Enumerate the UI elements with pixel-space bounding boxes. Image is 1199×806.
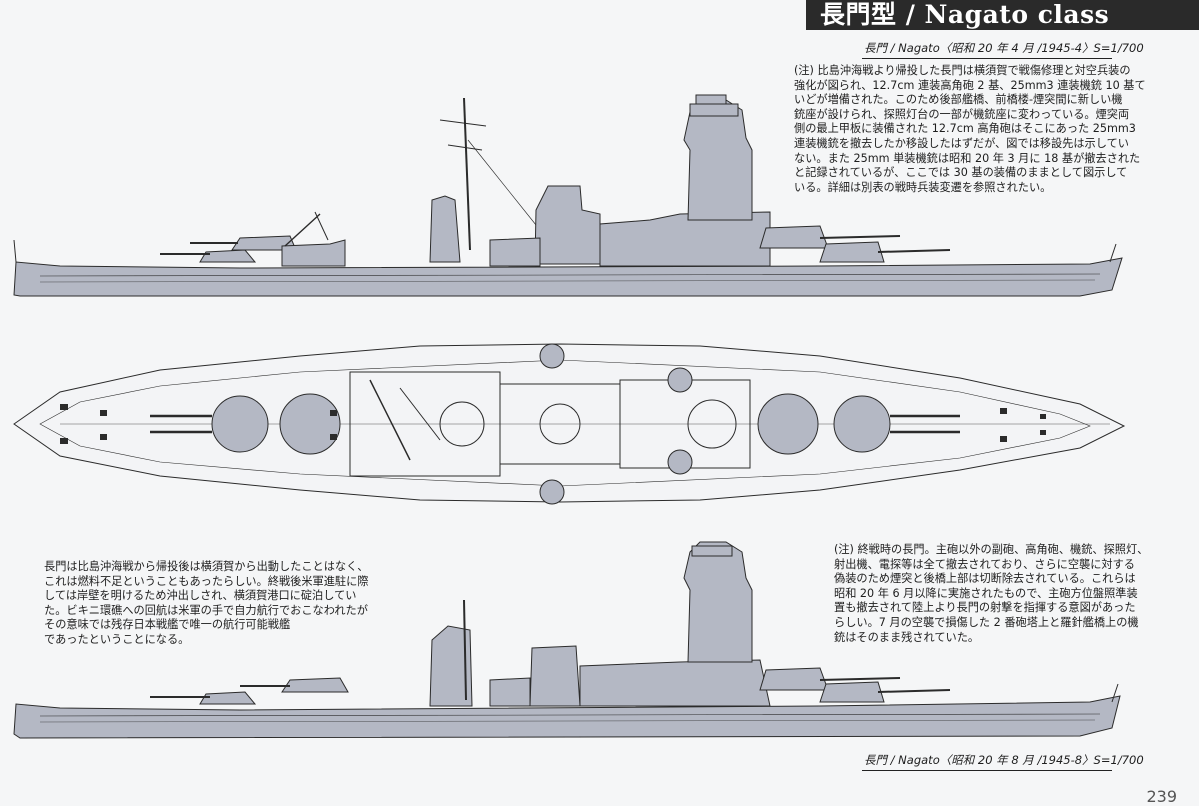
note-line: (注) 終戦時の長門。主砲以外の副砲、高角砲、機銃、探照灯、 xyxy=(834,543,1149,556)
turret-1-plan xyxy=(833,395,891,453)
page-title: 長門型 / Nagato class xyxy=(806,0,1199,30)
note-line: ない。また 25mm 単装機銃は昭和 20 年 3 月に 18 基が撤去された xyxy=(794,151,1141,165)
side-note: 長門は比島沖海戦から帰投後は横須賀から出動したことはなく、 これは燃料不足という… xyxy=(44,560,368,648)
hull-profile xyxy=(13,257,1123,297)
profile-1945-4 xyxy=(13,94,1123,297)
note-1945-4: (注) 比島沖海戦より帰投した長門は横須賀で戦傷修理と対空兵装の 強化が図られ、… xyxy=(794,64,1146,195)
deck-outline xyxy=(13,343,1126,503)
note-line: 連装機銃を撤去したか移設したはずだが、図では移設先は示してい xyxy=(794,136,1129,150)
note-line: いどが増備された。このため後部艦橋、前橋楼‐煙突間に新しい機 xyxy=(794,93,1123,107)
funnel-cut xyxy=(529,645,581,707)
turret-4 xyxy=(199,249,257,263)
turret-3 xyxy=(281,677,349,693)
note-line: 強化が図られ、12.7cm 連装高角砲 2 基、25mm3 連装機銃 10 基て xyxy=(794,78,1146,92)
turret-1 xyxy=(819,241,885,263)
note-line: た。ビキニ環礁への回航は米軍の手で自力航行でおこなわれたが xyxy=(44,603,368,617)
profile-1945-8 xyxy=(13,541,1121,739)
pagoda-mast xyxy=(683,541,753,663)
note-line: 銃座が設けられ、探照灯台の一部が機銃座に変わっている。煙突両 xyxy=(794,107,1130,121)
turret-4-plan xyxy=(211,395,269,453)
plan-view xyxy=(13,343,1126,505)
note-line: 銃はそのまま残されていた。 xyxy=(834,630,980,644)
note-line: らしい。7 月の空襲で損傷した 2 番砲塔上と羅針艦橋上の機 xyxy=(834,615,1139,629)
note-line: しては岸壁を明けるため沖出しされ、横須賀港口に碇泊してい xyxy=(44,589,357,603)
note-1945-8: (注) 終戦時の長門。主砲以外の副砲、高角砲、機銃、探照灯、 射出機、電探等は全… xyxy=(834,543,1148,645)
hull-profile xyxy=(13,695,1121,739)
note-line: 置も撤去されて陸上より長門の射撃を指揮する意図があった xyxy=(834,601,1136,615)
funnel xyxy=(534,185,601,265)
turret-2 xyxy=(759,225,829,249)
turret-2-plan xyxy=(757,393,819,455)
note-line: と記録されているが、ここでは 30 基の装備のままとして図示して xyxy=(794,166,1128,180)
page-number: 239 xyxy=(1146,787,1177,806)
note-line: 偽装のため煙突と後橋上部は切断除去されている。これらは xyxy=(834,572,1136,586)
note-line: 長門は比島沖海戦から帰投後は横須賀から出動したことはなく、 xyxy=(44,560,369,573)
caption-rule-bottom xyxy=(862,770,1112,771)
note-line: これは燃料不足ということもあったらしい。終戦後米軍進駐に際 xyxy=(44,574,369,588)
caption-rule-top xyxy=(862,58,1112,59)
plate-caption-1945-8: 長門 / Nagato〈昭和 20 年 8 月 /1945-8〉S=1/700 xyxy=(864,753,1144,767)
note-line: (注) 比島沖海戦より帰投した長門は横須賀で戦傷修理と対空兵装の xyxy=(794,64,1131,77)
note-line: その意味では残存日本戦艦で唯一の航行可能戦艦 xyxy=(44,618,291,632)
note-line: 昭和 20 年 6 月以降に実施されたもので、主砲方位盤照準装 xyxy=(834,586,1138,600)
turret-2 xyxy=(759,667,829,691)
note-line: であったということになる。 xyxy=(44,632,190,646)
plate-caption-1945-4: 長門 / Nagato〈昭和 20 年 4 月 /1945-4〉S=1/700 xyxy=(864,41,1144,55)
pagoda-mast xyxy=(683,99,753,221)
turret-1 xyxy=(819,681,885,703)
note-line: 側の最上甲板に装備された 12.7cm 高角砲はそこにあった 25mm3 xyxy=(794,122,1136,136)
note-line: いる。詳細は別表の戦時兵装変遷を参照されたい。 xyxy=(794,180,1052,194)
note-line: 射出機、電探等は全て撤去されており、さらに空襲に対する xyxy=(834,557,1135,571)
turret-3-plan xyxy=(279,393,341,455)
